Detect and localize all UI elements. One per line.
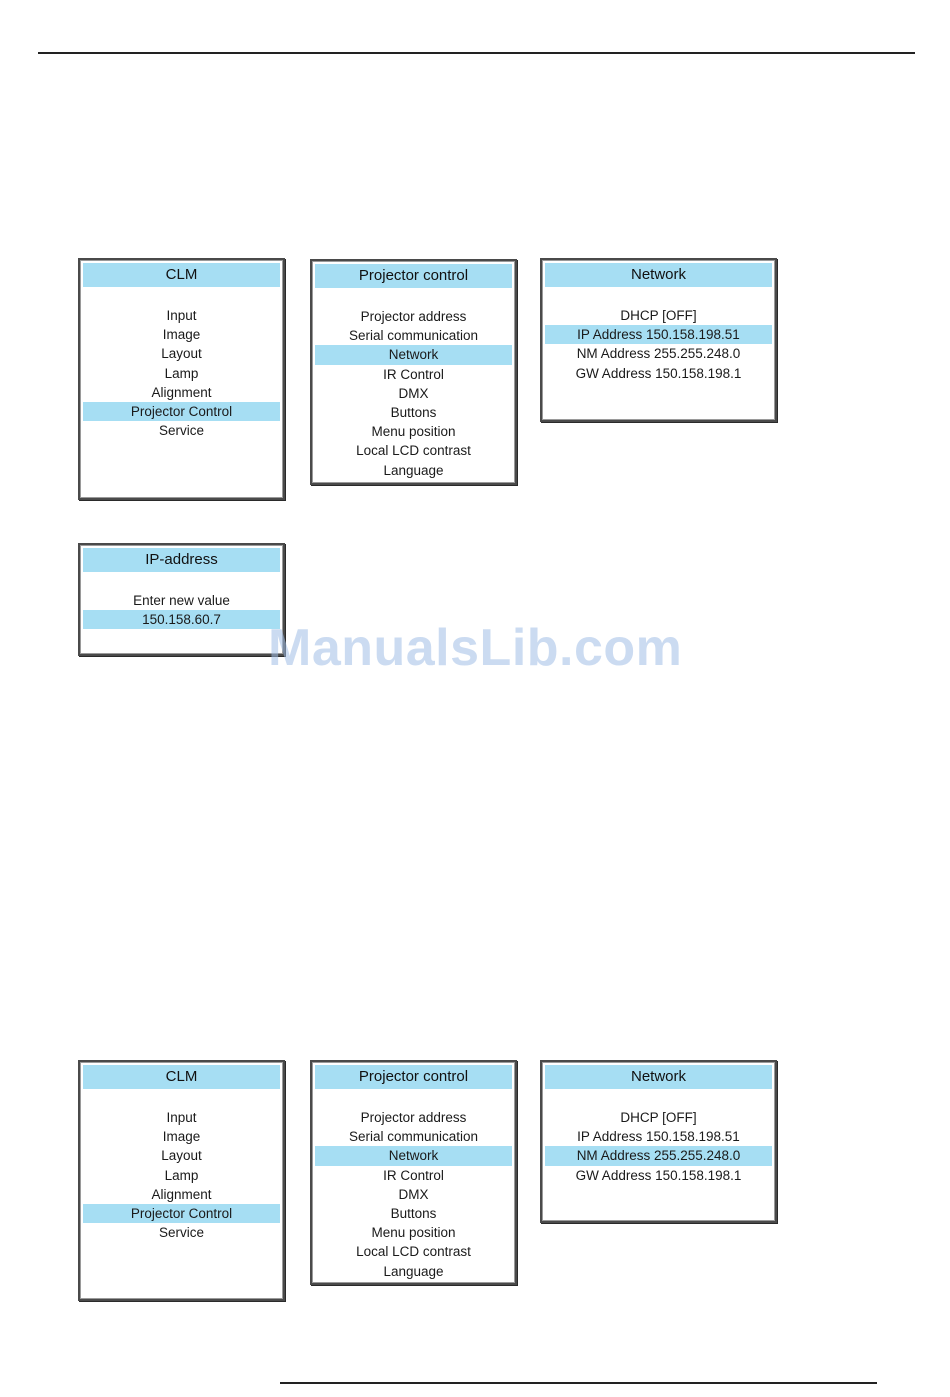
menu-item-buttons[interactable]: Buttons [390, 1205, 437, 1221]
top-rule [38, 52, 915, 54]
menu-item-layout[interactable]: Layout [161, 346, 202, 362]
menu-item-network[interactable]: Network [315, 1146, 512, 1166]
menu-item-dmx[interactable]: DMX [398, 1186, 429, 1202]
menu-item-ir-control[interactable]: IR Control [383, 1167, 444, 1183]
menu-item-ir-control[interactable]: IR Control [383, 366, 444, 382]
menu-item-language[interactable]: Language [383, 462, 444, 478]
menu-item-gw-address-150-158-198-1[interactable]: GW Address 150.158.198.1 [575, 1167, 742, 1183]
menu-item-dhcp-off[interactable]: DHCP [OFF] [620, 308, 697, 323]
menu-item-local-lcd-contrast[interactable]: Local LCD contrast [356, 1244, 471, 1260]
menu-item-serial-communication[interactable]: Serial communication [348, 328, 479, 344]
menu-title: Network [545, 263, 772, 287]
menu-title: Network [545, 1065, 772, 1089]
bottom-rule [280, 1382, 877, 1384]
menu-item-serial-communication[interactable]: Serial communication [348, 1129, 479, 1145]
menu-title: Projector control [315, 264, 512, 288]
menu-item-alignment[interactable]: Alignment [151, 384, 212, 400]
menu-item-language[interactable]: Language [383, 1263, 444, 1279]
menu-item-menu-position[interactable]: Menu position [371, 1225, 456, 1241]
menu-item-dmx[interactable]: DMX [398, 385, 429, 401]
menu-item-nm-address-255-255-248-0[interactable]: NM Address 255.255.248.0 [545, 1146, 772, 1166]
menu-item-lamp[interactable]: Lamp [164, 1167, 199, 1183]
menu-item-enter-new-value[interactable]: Enter new value [133, 593, 230, 608]
menu-item-input[interactable]: Input [166, 308, 197, 323]
menu-title: IP-address [83, 548, 280, 572]
menu-item-service[interactable]: Service [158, 1225, 204, 1241]
menu-item-input[interactable]: Input [166, 1110, 197, 1125]
menu-item-lamp[interactable]: Lamp [164, 365, 199, 381]
menu-item-ip-address-150-158-198-51[interactable]: IP Address 150.158.198.51 [577, 1129, 740, 1145]
menu-item-menu-position[interactable]: Menu position [371, 424, 456, 440]
menu-item-buttons[interactable]: Buttons [390, 404, 437, 420]
menu-item-local-lcd-contrast[interactable]: Local LCD contrast [356, 443, 471, 459]
menu-title: CLM [83, 1065, 280, 1089]
menu-item-dhcp-off[interactable]: DHCP [OFF] [620, 1110, 697, 1125]
menu-item-projector-control[interactable]: Projector Control [83, 401, 280, 422]
menu-item-150-158-60-7[interactable]: 150.158.60.7 [83, 610, 280, 630]
menu-item-nm-address-255-255-248-0[interactable]: NM Address 255.255.248.0 [576, 346, 741, 362]
menu-item-service[interactable]: Service [158, 423, 204, 439]
menu-items: Enter new value 150.158.60.7 [80, 591, 283, 630]
menu-title: Projector control [315, 1065, 512, 1089]
menu-title: CLM [83, 263, 280, 287]
menu-item-ip-address-150-158-198-51[interactable]: IP Address 150.158.198.51 [545, 325, 772, 345]
menu-item-layout[interactable]: Layout [161, 1148, 202, 1164]
menu-item-network[interactable]: Network [315, 345, 512, 365]
menu-item-image[interactable]: Image [162, 1129, 201, 1145]
menu-item-projector-address[interactable]: Projector address [360, 309, 467, 324]
menu-item-projector-control[interactable]: Projector Control [83, 1203, 280, 1224]
menu-item-alignment[interactable]: Alignment [151, 1186, 212, 1202]
menu-item-gw-address-150-158-198-1[interactable]: GW Address 150.158.198.1 [575, 365, 742, 381]
menu-item-projector-address[interactable]: Projector address [360, 1110, 467, 1125]
menu-item-image[interactable]: Image [162, 327, 201, 343]
watermark: ManualsLib.com [268, 619, 683, 677]
